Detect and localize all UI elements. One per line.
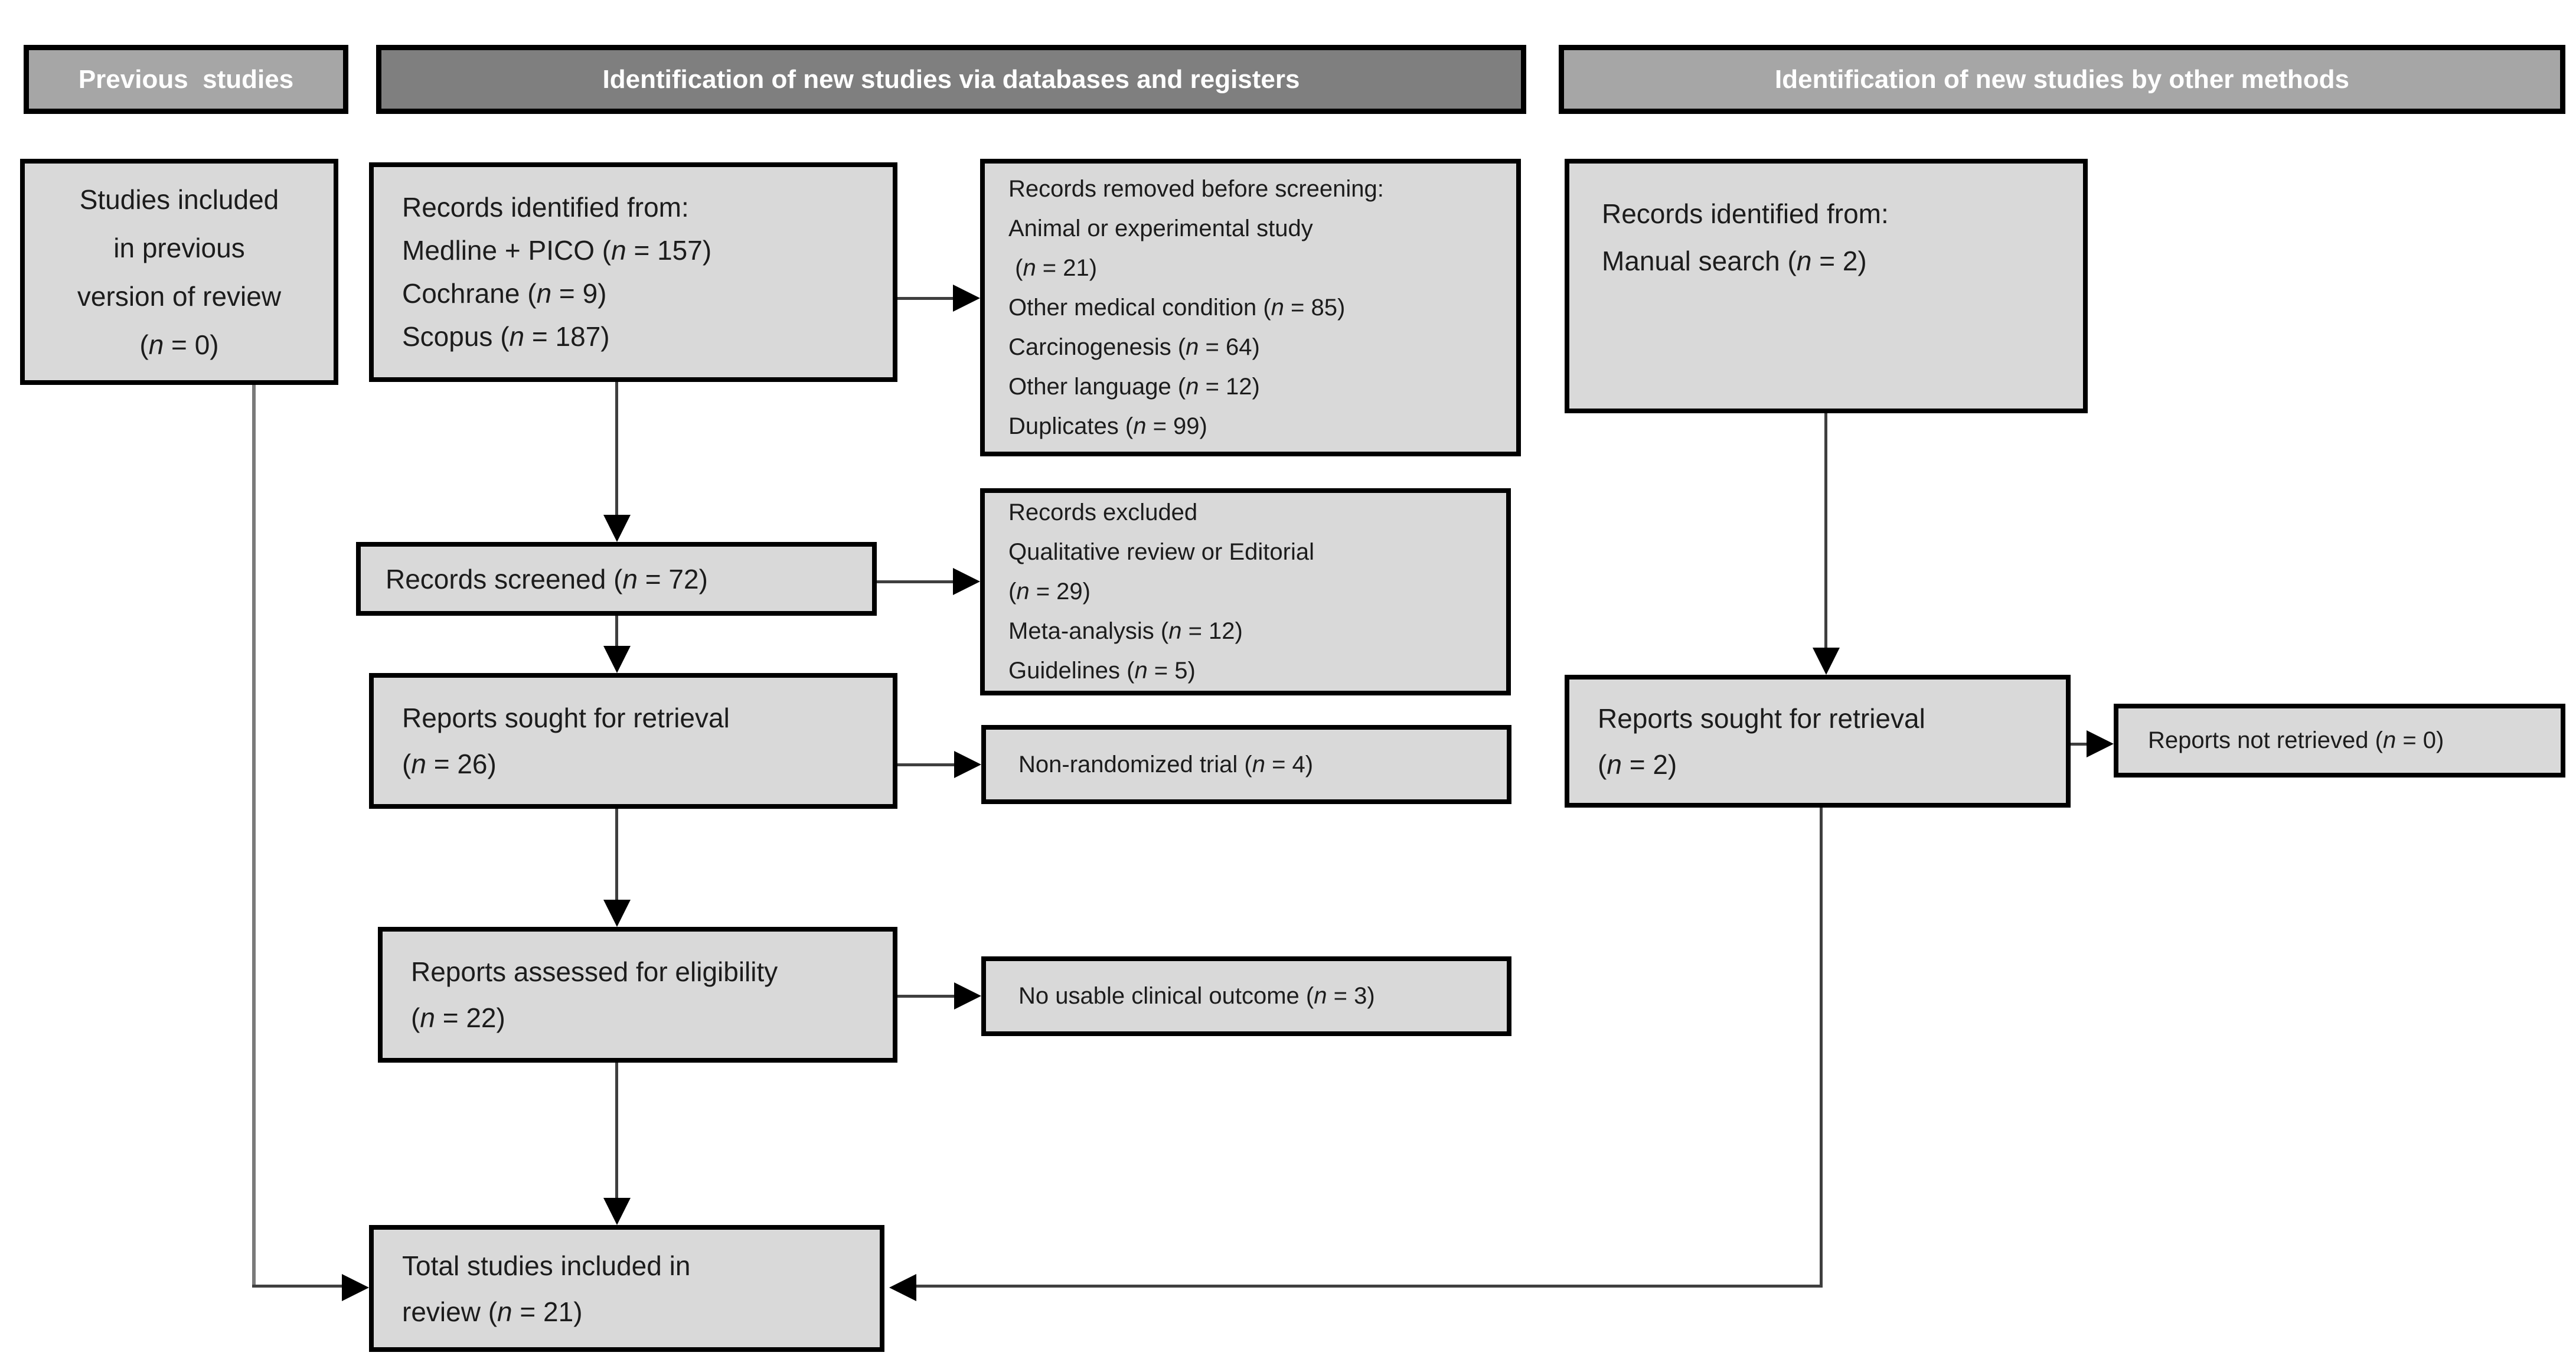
box-reports-assessed-eligibility: Reports assessed for eligibility(n = 22)	[378, 927, 897, 1063]
connector-assessed-to-total	[615, 1063, 618, 1198]
box-records-identified-databases: Records identified from:Medline + PICO (…	[369, 162, 897, 382]
box-reports-sought-retrieval-databases: Reports sought for retrieval(n = 26)	[369, 673, 897, 809]
box-reports-sought-retrieval-other: Reports sought for retrieval(n = 2)	[1565, 675, 2071, 808]
arrowhead-other-into-total	[889, 1274, 916, 1301]
box-reports-not-retrieved-text: Reports not retrieved (n = 0)	[2148, 727, 2444, 753]
connector-sought-to-assessed	[615, 809, 618, 900]
arrowhead-sought-to-nonrandomized	[954, 751, 981, 778]
box-records-identified-databases-text: Records identified from:Medline + PICO (…	[402, 192, 712, 352]
connector-assessed-to-nousable	[897, 995, 954, 998]
box-reports-assessed-eligibility-text: Reports assessed for eligibility(n = 22)	[411, 956, 778, 1033]
box-non-randomized-trial-text: Non-randomized trial (n = 4)	[1018, 751, 1314, 778]
header-identification-other-methods: Identification of new studies by other m…	[1559, 45, 2565, 114]
arrowhead-manual-to-sought	[1813, 648, 1840, 675]
header-previous-studies-label: Previous studies	[78, 64, 294, 94]
arrowhead-sought-to-assessed	[603, 900, 631, 927]
connector-previous-to-total-horizontal	[252, 1285, 342, 1288]
arrowhead-identified-to-screened	[603, 515, 631, 542]
connector-identified-to-screened	[615, 382, 618, 515]
box-records-removed-before-screening: Records removed before screening:Animal …	[980, 159, 1521, 456]
box-reports-sought-retrieval-databases-text: Reports sought for retrieval(n = 26)	[402, 703, 730, 779]
connector-screened-to-sought	[615, 616, 618, 646]
header-identification-other-methods-label: Identification of new studies by other m…	[1775, 64, 2349, 94]
box-reports-not-retrieved: Reports not retrieved (n = 0)	[2114, 704, 2565, 778]
connector-manual-to-sought	[1824, 413, 1827, 648]
connector-sought-to-nonrandomized	[897, 763, 954, 766]
connector-other-to-total-horizontal	[916, 1285, 1823, 1288]
connector-screened-to-excluded	[877, 580, 953, 583]
box-records-identified-manual-search: Records identified from:Manual search (n…	[1565, 159, 2088, 413]
header-identification-databases-label: Identification of new studies via databa…	[602, 64, 1300, 94]
box-records-removed-before-screening-text: Records removed before screening:Animal …	[1008, 175, 1384, 439]
arrowhead-assessed-to-total	[603, 1198, 631, 1225]
connector-previous-to-total-vertical	[252, 385, 256, 1286]
arrowhead-identified-to-removed	[953, 285, 980, 312]
connector-sought-to-notretrieved	[2071, 743, 2090, 746]
box-reports-sought-retrieval-other-text: Reports sought for retrieval(n = 2)	[1598, 703, 1925, 780]
box-no-usable-clinical-outcome-text: No usable clinical outcome (n = 3)	[1018, 983, 1375, 1009]
arrowhead-screened-to-excluded	[953, 568, 980, 595]
connector-other-to-total-vertical	[1820, 808, 1823, 1286]
box-records-screened-text: Records screened (n = 72)	[386, 563, 708, 594]
arrowhead-assessed-to-nousable	[954, 982, 981, 1010]
header-identification-databases: Identification of new studies via databa…	[376, 45, 1526, 114]
arrowhead-screened-to-sought	[603, 646, 631, 673]
arrowhead-previous-into-total	[342, 1274, 369, 1301]
box-no-usable-clinical-outcome: No usable clinical outcome (n = 3)	[981, 956, 1511, 1036]
arrowhead-sought-to-notretrieved	[2087, 730, 2114, 757]
box-records-screened: Records screened (n = 72)	[356, 542, 877, 616]
connector-identified-to-removed	[897, 297, 953, 300]
box-records-identified-manual-search-text: Records identified from:Manual search (n…	[1602, 198, 1889, 276]
box-non-randomized-trial: Non-randomized trial (n = 4)	[981, 725, 1511, 804]
header-previous-studies: Previous studies	[24, 45, 348, 114]
